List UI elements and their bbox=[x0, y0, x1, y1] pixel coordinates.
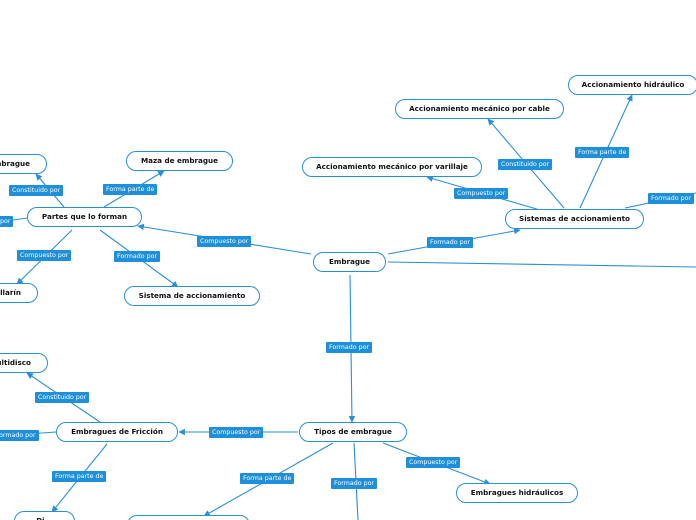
node-collarin-partial[interactable]: llarín bbox=[0, 283, 38, 303]
label-tipos-hidraulicos: Compuesto por bbox=[406, 457, 461, 468]
label-embrague-partes: Compuesto por bbox=[197, 236, 252, 247]
link-embrague-offright bbox=[387, 261, 696, 268]
label-friccion-multidisco: Constituido por bbox=[35, 392, 90, 403]
node-accionamiento-hidraulico[interactable]: Accionamiento hidráulico bbox=[568, 75, 696, 95]
label-partes-offleft: por bbox=[0, 216, 14, 227]
node-bottom-center-partial[interactable] bbox=[127, 515, 250, 520]
node-bottom-left-partial[interactable]: Di... bbox=[14, 511, 75, 520]
label-tipos-friccion: Compuesto por bbox=[209, 427, 264, 438]
label-friccion-offleft: ormado por bbox=[0, 430, 39, 441]
node-tipos-de-embrague[interactable]: Tipos de embrague bbox=[299, 422, 407, 442]
node-partes-que-lo-forman[interactable]: Partes que lo forman bbox=[27, 207, 142, 227]
label-partes-collarin: Compuesto por bbox=[17, 250, 72, 261]
node-embrague[interactable]: Embrague bbox=[313, 252, 386, 272]
node-sistema-de-accionamiento[interactable]: Sistema de accionamiento bbox=[124, 286, 260, 306]
node-multidisco-partial[interactable]: ultidisco bbox=[0, 353, 48, 373]
label-partes-disco: Constituido por bbox=[9, 185, 64, 196]
label-embrague-tipos: Formado por bbox=[326, 342, 373, 353]
label-sistemas-varillaje: Compuesto por bbox=[454, 188, 509, 199]
node-accionamiento-mecanico-varillaje[interactable]: Accionamiento mecánico por varillaje bbox=[302, 157, 482, 177]
label-sistemas-offright: Formado por bbox=[648, 193, 695, 204]
node-sistemas-accionamiento[interactable]: Sistemas de accionamiento bbox=[505, 209, 644, 229]
label-partes-sistema: Formado por bbox=[114, 251, 161, 262]
node-accionamiento-mecanico-cable[interactable]: Accionamiento mecánico por cable bbox=[395, 99, 564, 119]
label-partes-maza: Forma parte de bbox=[103, 184, 158, 195]
label-sistemas-cable: Constituido por bbox=[498, 159, 553, 170]
label-embrague-sistemas: Formado por bbox=[427, 237, 474, 248]
label-tipos-bottom: Forma parte de bbox=[240, 473, 295, 484]
label-tipos-down: Formado por bbox=[331, 478, 378, 489]
node-embragues-de-friccion[interactable]: Embragues de Fricción bbox=[56, 422, 178, 442]
label-sistemas-hidraulico: Forma parte de bbox=[575, 147, 630, 158]
label-friccion-bottomleft: Forma parte de bbox=[52, 471, 107, 482]
node-disco-embrague-partial[interactable]: mbrague bbox=[0, 154, 47, 174]
node-maza-de-embrague[interactable]: Maza de embrague bbox=[126, 151, 233, 171]
node-embragues-hidraulicos[interactable]: Embragues hidráulicos bbox=[456, 483, 578, 503]
